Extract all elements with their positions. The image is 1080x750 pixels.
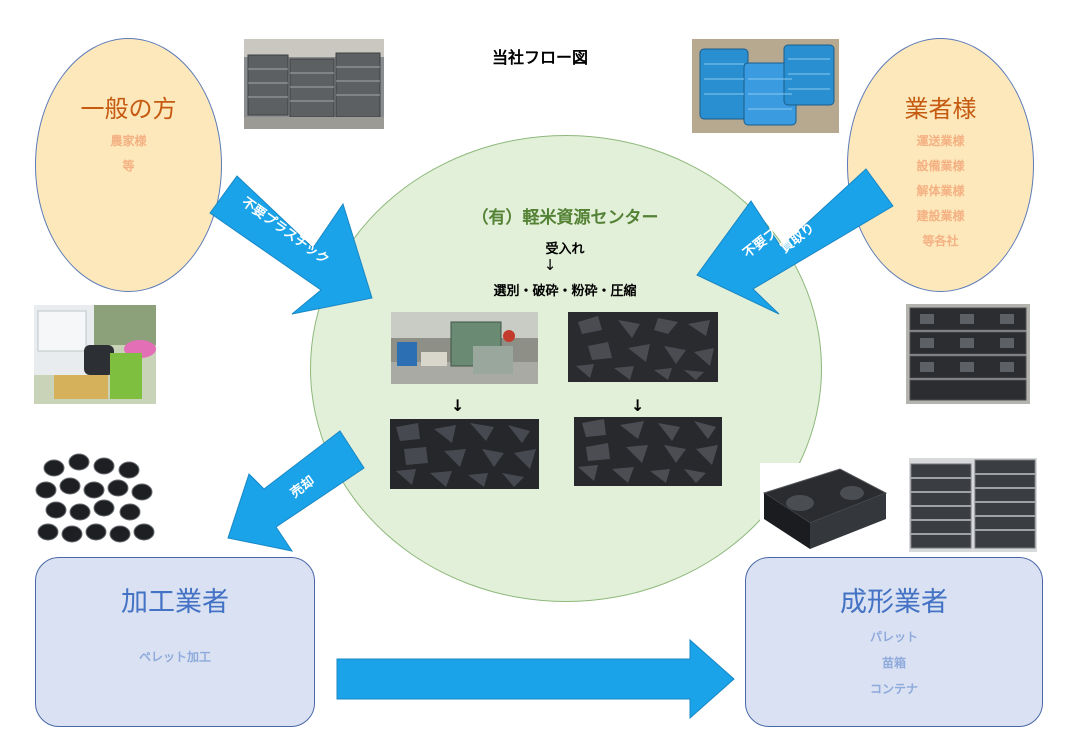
photo-blue-baskets (692, 39, 839, 133)
businesses-line-4: 建設業様 (916, 209, 965, 223)
individuals-line-2: 等 (122, 159, 135, 173)
photo-molded-trays (760, 463, 890, 555)
photo-stacked-pallets (909, 458, 1037, 552)
arrow-individuals-to-center (209, 175, 373, 315)
molder-box: 成形業者 パレット 苗箱 コンテナ (745, 557, 1043, 727)
photo-household-plastics (34, 305, 156, 404)
molder-line-1: パレット (869, 630, 918, 644)
arrow-businesses-to-center (696, 168, 894, 315)
processor-heading: 加工業者 (121, 587, 229, 618)
processor-line-1: ペレット加工 (138, 650, 211, 664)
step-receiving: 受入れ (545, 242, 585, 257)
businesses-line-3: 解体業様 (916, 184, 965, 198)
businesses-oval: 業者様 運送業様 設備業様 解体業様 建設業様 等各社 (847, 38, 1034, 292)
inner-down-arrow-right: ↓ (631, 396, 645, 415)
photo-crushed-plastic-2 (390, 419, 539, 489)
molder-line-2: 苗箱 (881, 656, 906, 670)
businesses-line-1: 運送業様 (916, 134, 965, 148)
arrow-processor-to-molder (336, 638, 735, 720)
individuals-line-1: 農家様 (110, 134, 147, 148)
photo-grey-crates (244, 39, 384, 129)
individuals-oval: 一般の方 農家様 等 (35, 38, 222, 292)
step-down-arrow: ↓ (543, 256, 557, 274)
photo-crushed-plastic-3 (574, 417, 722, 486)
molder-line-3: コンテナ (869, 682, 918, 696)
photo-crusher-machine (391, 312, 538, 384)
photo-black-pallets (906, 304, 1030, 404)
molder-heading: 成形業者 (840, 587, 948, 618)
businesses-line-2: 設備業様 (916, 159, 965, 173)
businesses-heading: 業者様 (904, 95, 977, 123)
inner-down-arrow-left: ↓ (451, 396, 465, 415)
businesses-line-5: 等各社 (922, 234, 959, 248)
page-title: 当社フロー図 (491, 48, 588, 67)
processor-box: 加工業者 ペレット加工 (35, 557, 315, 727)
recycling-center-name: （有）軽米資源センター (471, 208, 659, 228)
arrow-center-to-processor (227, 430, 365, 552)
photo-black-pellets (34, 448, 155, 550)
individuals-heading: 一般の方 (80, 95, 177, 123)
photo-crushed-plastic-1 (568, 312, 718, 382)
step-processing: 選別・破砕・粉砕・圧縮 (493, 284, 637, 299)
